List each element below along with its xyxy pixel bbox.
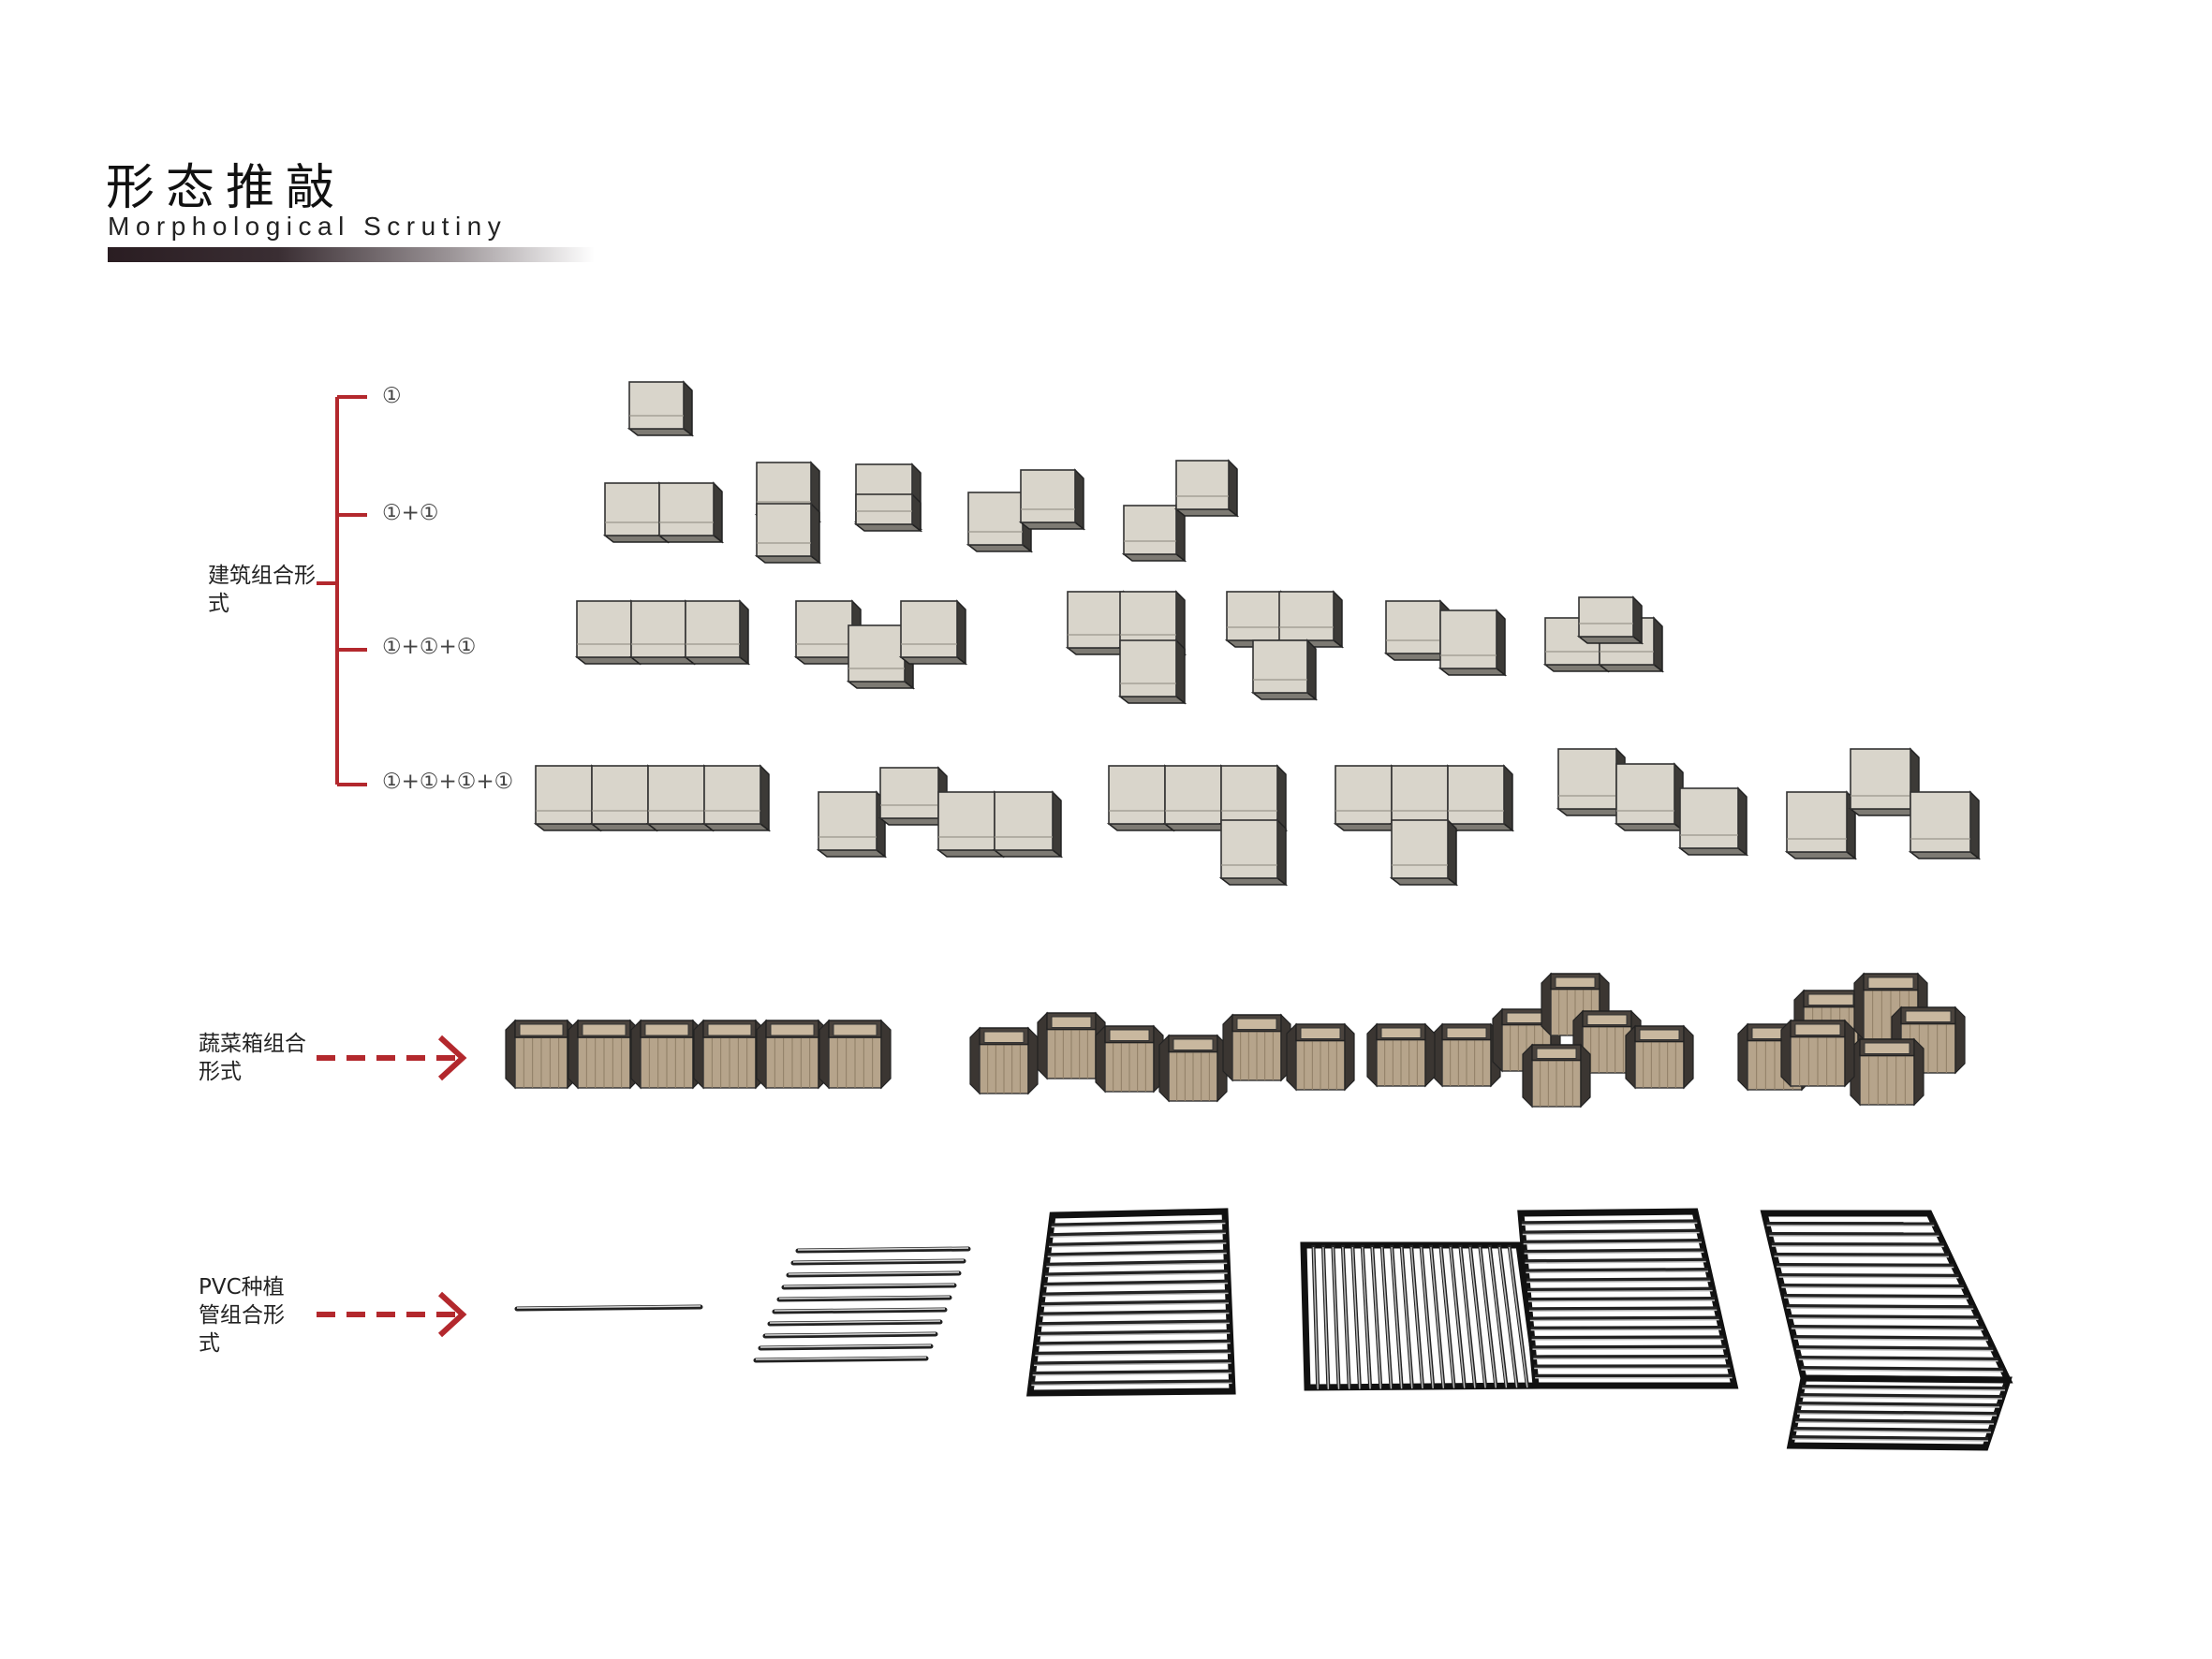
building-section-label: 建筑组合形式 (208, 564, 316, 616)
planter-box (1625, 1024, 1694, 1090)
row-label-3: ①+①+① (382, 635, 477, 659)
pvc-pipe (781, 1283, 957, 1290)
planter-box (1222, 1013, 1291, 1082)
pvc-pipe (776, 1295, 952, 1302)
planter-box (1158, 1034, 1228, 1103)
block (1445, 764, 1515, 832)
block (1908, 790, 1982, 860)
planter-box (1850, 1037, 1924, 1107)
block (1556, 747, 1628, 817)
pvc-panel-lower (1786, 1374, 2013, 1451)
pvc-panel-horizontal (1517, 1208, 1739, 1389)
pvc-panel-upper (1760, 1210, 2013, 1384)
planter-arrow-icon (317, 1035, 467, 1081)
planter-box (568, 1019, 641, 1090)
red-bracket (317, 395, 367, 786)
block (966, 491, 1034, 553)
planter-box (1522, 1043, 1591, 1108)
pvc-panel-vertical (1300, 1241, 1541, 1391)
planter-box (1286, 1022, 1355, 1092)
pvc-arrow-icon (317, 1291, 467, 1338)
planter-box (1366, 1022, 1436, 1088)
pvc-pipe (790, 1258, 966, 1266)
pvc-pipe (758, 1343, 934, 1351)
planter-box (1095, 1024, 1164, 1094)
pvc-pipe (753, 1356, 929, 1363)
pvc-section-label: PVC种植管组合形式 (199, 1275, 285, 1356)
pvc-pipe (772, 1307, 948, 1314)
pvc-pipe (762, 1331, 938, 1339)
block (1614, 762, 1686, 832)
planter-box (1572, 1009, 1642, 1075)
row-label-1: ① (382, 384, 402, 408)
pvc-panel-single (1026, 1208, 1236, 1397)
planter-box (818, 1019, 892, 1090)
block (1117, 639, 1187, 705)
block-single (627, 380, 695, 437)
block (683, 599, 751, 666)
planter-box (1780, 1019, 1855, 1088)
block (816, 790, 888, 859)
block (1677, 786, 1749, 857)
block (701, 764, 772, 832)
page-subtitle: Morphological Scrutiny (108, 212, 508, 241)
planter-box (969, 1026, 1039, 1095)
pvc-pipe-single (514, 1304, 703, 1312)
block (1121, 504, 1187, 563)
pvc-pipe (786, 1270, 962, 1278)
pvc-pipe (795, 1246, 971, 1254)
page-title: 形态推敲 (106, 160, 347, 216)
block (754, 502, 822, 565)
block (1173, 459, 1240, 518)
block (1250, 639, 1319, 701)
block (992, 790, 1064, 859)
block (1576, 595, 1644, 645)
block (656, 481, 725, 544)
pvc-pipe (767, 1319, 943, 1327)
block (1438, 609, 1508, 677)
row-label-4: ①+①+①+① (382, 770, 514, 794)
block (898, 599, 968, 666)
planter-section-label: 蔬菜箱组合形式 (199, 1032, 306, 1084)
row-label-2: ①+① (382, 501, 439, 525)
title-gradient-bar (108, 247, 595, 262)
block (1018, 468, 1086, 531)
block (1218, 818, 1289, 887)
block (853, 492, 923, 533)
block (1389, 818, 1459, 887)
